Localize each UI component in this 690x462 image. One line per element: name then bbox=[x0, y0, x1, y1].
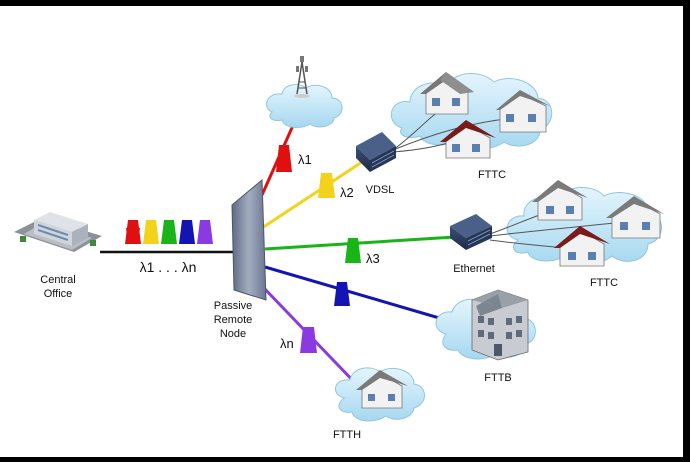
lambda-2-filter bbox=[318, 173, 335, 198]
house-icon bbox=[554, 226, 610, 267]
vdsl-label: VDSL bbox=[366, 184, 395, 196]
lambda-3-filter bbox=[345, 238, 361, 263]
house-icon bbox=[440, 120, 496, 159]
central-office-label-2: Office bbox=[44, 288, 73, 300]
fiber-yellow bbox=[261, 156, 369, 230]
office-building-icon bbox=[471, 289, 529, 361]
filter-green bbox=[161, 220, 177, 244]
ethernet-switch-icon bbox=[450, 214, 492, 250]
passive-label-2: Remote bbox=[214, 314, 253, 326]
wireless-cloud bbox=[266, 84, 343, 128]
filter-blue bbox=[179, 220, 195, 244]
fttb-label: FTTB bbox=[484, 372, 512, 384]
cell-tower-icon bbox=[294, 56, 310, 98]
fiber-blue bbox=[264, 265, 471, 329]
filter-violet bbox=[197, 220, 213, 244]
fiber-green bbox=[264, 235, 456, 251]
lambda-1-label: λ1 bbox=[298, 152, 312, 167]
lambda-4-filter bbox=[334, 282, 350, 306]
lambda-n-filter bbox=[300, 327, 317, 353]
ethernet-label: Ethernet bbox=[453, 263, 495, 275]
wavelength-filters bbox=[125, 220, 213, 244]
fttc-mid-label: FTTC bbox=[590, 277, 618, 289]
right-border bbox=[683, 6, 690, 457]
lambda-n-label: λn bbox=[280, 336, 294, 351]
fttc-top-label: FTTC bbox=[478, 169, 506, 181]
passive-label-1: Passive bbox=[214, 300, 253, 312]
ftth-label: FTTH bbox=[333, 429, 361, 441]
lambda-2-label: λ2 bbox=[340, 185, 354, 200]
central-office-icon bbox=[14, 212, 102, 252]
house-icon bbox=[356, 370, 408, 409]
filter-yellow bbox=[143, 220, 159, 244]
lambda-3-label: λ3 bbox=[366, 251, 380, 266]
house-icon bbox=[420, 72, 474, 115]
lambda-range-label: λ1 . . . λn bbox=[140, 259, 197, 275]
passive-node-icon bbox=[231, 178, 267, 301]
dslam-icon bbox=[356, 132, 396, 172]
house-icon bbox=[496, 90, 550, 133]
passive-label-3: Node bbox=[220, 328, 246, 340]
central-office-label-1: Central bbox=[40, 274, 75, 286]
house-icon bbox=[532, 180, 588, 221]
house-icon bbox=[606, 196, 664, 239]
lambda-1-filter bbox=[276, 145, 292, 172]
